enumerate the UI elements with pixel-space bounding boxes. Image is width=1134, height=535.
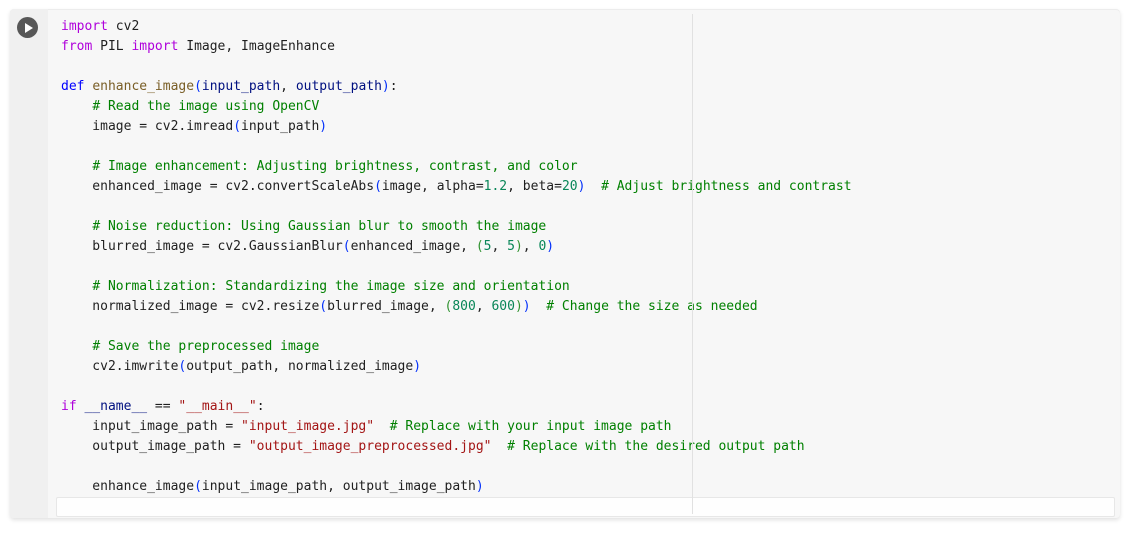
code-line[interactable]: def enhance_image(input_path, output_pat… — [61, 79, 398, 94]
code-line[interactable] — [61, 377, 1118, 397]
code-line[interactable] — [61, 457, 1118, 477]
code-cell[interactable]: import cv2 from PIL import Image, ImageEn… — [10, 9, 1120, 518]
code-line[interactable]: output_image_path = "output_image_prepro… — [61, 439, 805, 454]
cell-gutter — [10, 9, 48, 518]
code-line[interactable]: if __name__ == "__main__": — [61, 399, 265, 414]
code-line[interactable]: # Save the preprocessed image — [92, 339, 320, 354]
code-line[interactable]: # Read the image using OpenCV — [92, 99, 320, 114]
code-line[interactable]: # Image enhancement: Adjusting brightnes… — [92, 159, 578, 174]
code-line[interactable]: # Noise reduction: Using Gaussian blur t… — [92, 219, 547, 234]
code-line[interactable] — [61, 197, 1118, 217]
code-line[interactable]: input_image_path = "input_image.jpg" # R… — [61, 419, 672, 434]
code-line[interactable]: # Normalization: Standardizing the image… — [92, 279, 570, 294]
code-line[interactable] — [61, 57, 1118, 77]
code-line[interactable]: cv2.imwrite(output_path, normalized_imag… — [61, 359, 422, 374]
run-cell-button[interactable] — [17, 17, 38, 38]
code-line[interactable]: image = cv2.imread(input_path) — [61, 119, 328, 134]
play-icon — [24, 22, 33, 33]
code-line[interactable]: enhance_image(input_image_path, output_i… — [61, 479, 484, 494]
code-line[interactable]: import cv2 — [61, 19, 140, 34]
code-line[interactable]: from PIL import Image, ImageEnhance — [61, 39, 335, 54]
active-line-highlight[interactable] — [56, 497, 1115, 517]
code-line[interactable]: blurred_image = cv2.GaussianBlur(enhance… — [61, 239, 555, 254]
code-line[interactable]: normalized_image = cv2.resize(blurred_im… — [61, 299, 758, 314]
code-lines: import cv2 from PIL import Image, ImageEn… — [61, 17, 1118, 497]
code-line[interactable] — [61, 317, 1118, 337]
code-line[interactable]: enhanced_image = cv2.convertScaleAbs(ima… — [61, 179, 852, 194]
code-line[interactable] — [61, 257, 1118, 277]
code-editor[interactable]: import cv2 from PIL import Image, ImageEn… — [48, 9, 1120, 518]
code-line[interactable] — [61, 137, 1118, 157]
